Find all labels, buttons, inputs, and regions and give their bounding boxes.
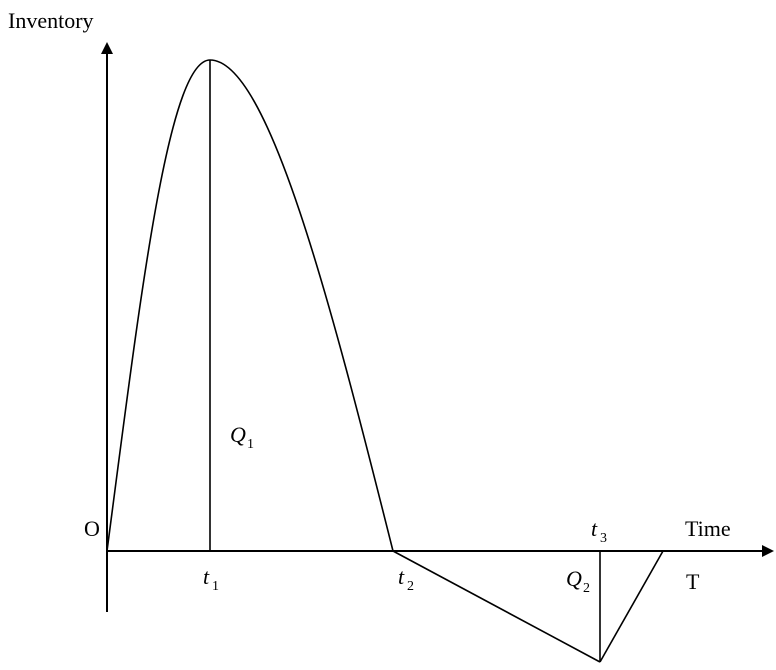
origin-label: O [84, 516, 100, 541]
svg-text:3: 3 [600, 531, 607, 546]
svg-text:t: t [591, 516, 598, 541]
svg-text:Q: Q [230, 422, 246, 447]
replenish-line [599, 550, 664, 663]
svg-text:t: t [398, 564, 405, 589]
y-axis-label: Inventory [8, 8, 94, 33]
end-time-label: T [686, 569, 700, 594]
shortage-line [392, 550, 601, 663]
svg-text:2: 2 [583, 581, 590, 596]
svg-text:t: t [203, 564, 210, 589]
q1-label: Q 1 [230, 422, 254, 452]
t3-label: t 3 [591, 516, 607, 546]
inventory-curve [106, 59, 394, 552]
svg-text:1: 1 [212, 579, 219, 594]
svg-text:Q: Q [566, 566, 582, 591]
t2-label: t 2 [398, 564, 414, 594]
q2-label: Q 2 [566, 566, 590, 596]
x-axis-label: Time [685, 516, 731, 541]
svg-text:1: 1 [247, 437, 254, 452]
t1-label: t 1 [203, 564, 219, 594]
svg-text:2: 2 [407, 579, 414, 594]
